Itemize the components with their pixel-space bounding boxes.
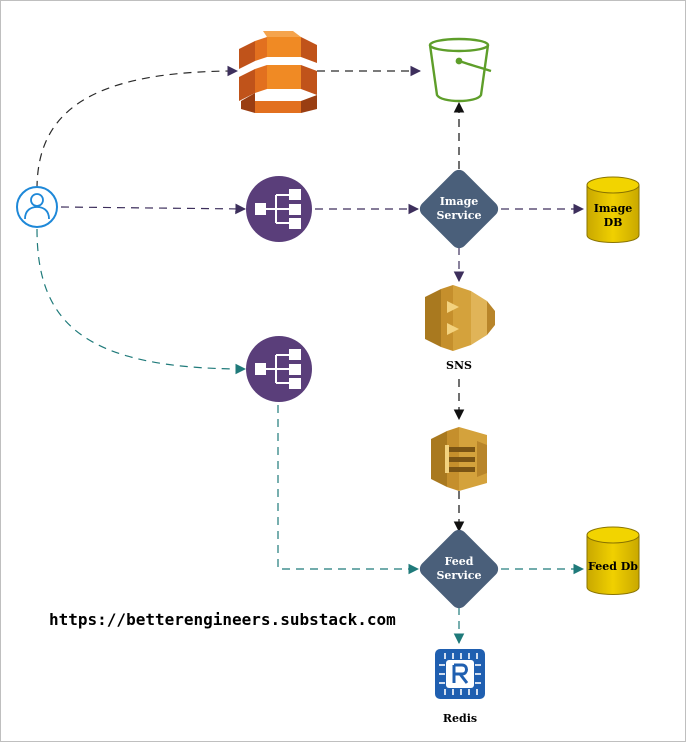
image-db-label-line1: Image xyxy=(593,202,633,215)
image-db-cylinder xyxy=(586,176,640,243)
edge-user-to-lb1 xyxy=(60,203,247,215)
image-service-label-line1: Image xyxy=(439,195,479,208)
edge-user-to-lb2 xyxy=(36,228,247,375)
feed-service-label-line2: Service xyxy=(436,569,482,582)
edge-user-to-cdn xyxy=(36,65,239,190)
sqs-icon xyxy=(431,427,487,491)
footer-url: https://betterengineers.substack.com xyxy=(49,610,396,629)
feed-service-node xyxy=(419,529,499,609)
user-icon xyxy=(16,186,58,228)
sns-label: SNS xyxy=(446,359,472,372)
sns-icon xyxy=(425,285,495,351)
load-balancer-icon-1 xyxy=(246,176,312,242)
image-service-label-line2: Service xyxy=(436,209,482,222)
edge-lb2-to-feed-service xyxy=(277,405,420,575)
redis-icon xyxy=(435,649,485,699)
load-balancer-icon-2 xyxy=(246,336,312,402)
s3-bucket-icon xyxy=(428,37,492,103)
image-service-label: Image Service xyxy=(429,195,489,223)
image-db-label-line2: DB xyxy=(603,216,623,229)
redis-label: Redis xyxy=(442,712,478,725)
feed-service-label: Feed Service xyxy=(429,555,489,583)
feed-db-cylinder xyxy=(586,526,640,595)
feed-db-label: Feed Db xyxy=(588,560,638,573)
image-db-label: Image DB xyxy=(587,202,639,230)
feed-service-label-line1: Feed xyxy=(444,555,474,568)
cloudfront-icon xyxy=(239,31,317,113)
image-service-node xyxy=(419,169,499,249)
